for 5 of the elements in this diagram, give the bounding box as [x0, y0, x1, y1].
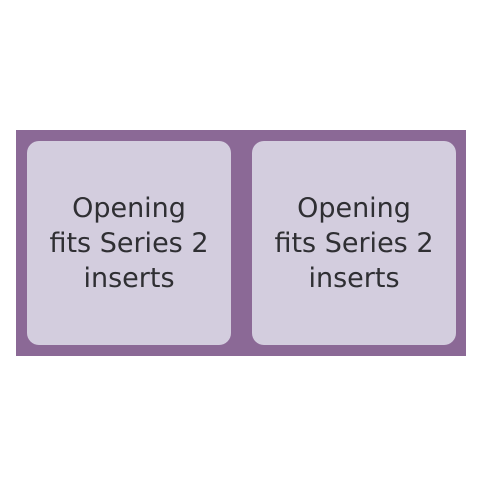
card-text: Opening fits Series 2 inserts: [273, 192, 435, 296]
text-card: [27, 141, 231, 345]
card-text: Opening fits Series 2 inserts: [48, 192, 210, 296]
text-card: [252, 141, 456, 345]
frame-panel: [16, 130, 466, 356]
